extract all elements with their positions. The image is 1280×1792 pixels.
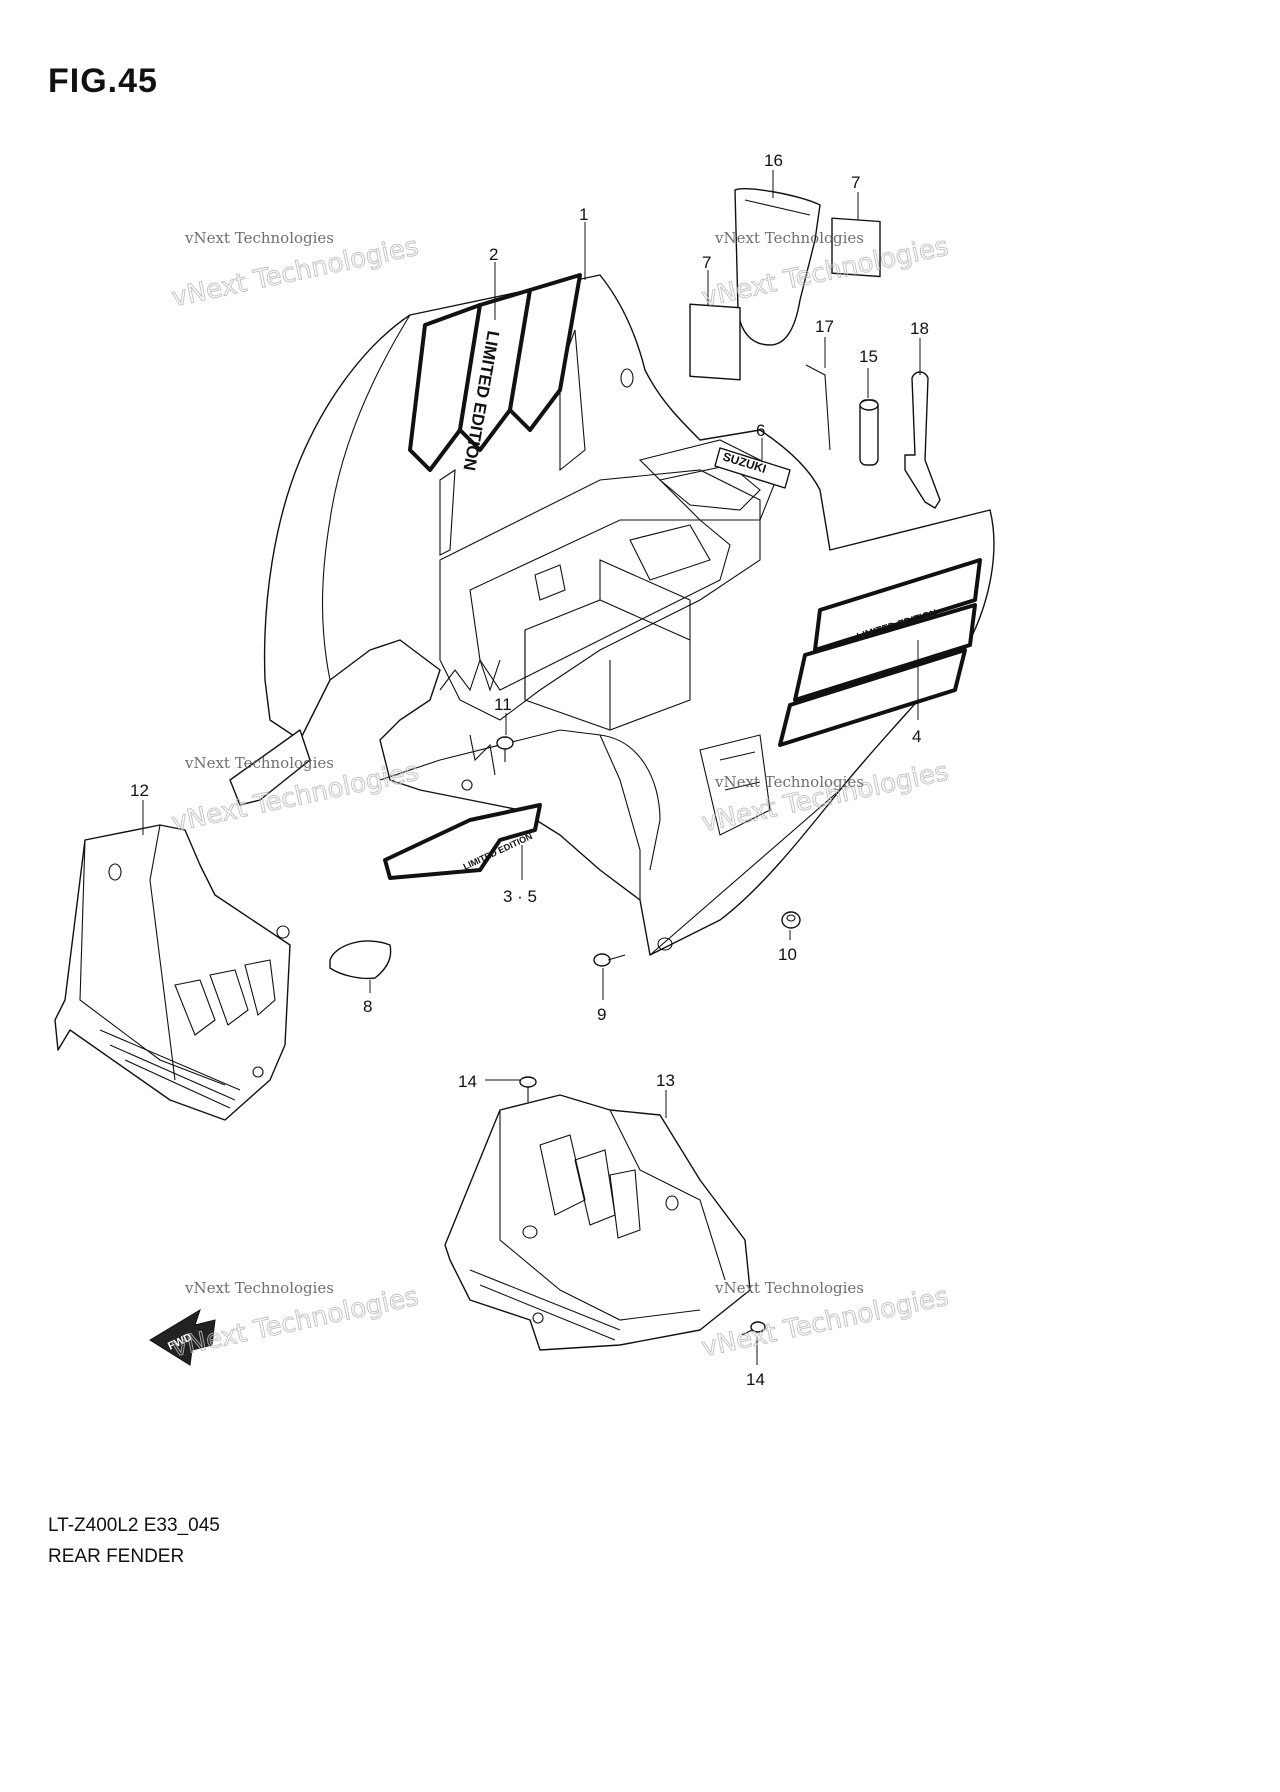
decal-lower-left: LIMITED EDITION	[383, 803, 542, 880]
callout-3-5: 3 · 5	[503, 887, 537, 906]
callout-9: 9	[597, 1005, 606, 1024]
figure-title: FIG.45	[48, 62, 158, 100]
callout-17: 17	[815, 317, 834, 336]
callout-12: 12	[130, 781, 149, 800]
part-12-left-guard	[54, 824, 291, 1121]
watermark-bottom-right: vNext Technologies vNext Technologies	[699, 1279, 952, 1364]
part-18-spanner	[904, 371, 941, 509]
svg-text:vNext Technologies: vNext Technologies	[714, 773, 864, 791]
callout-1: 1	[579, 205, 588, 224]
callout-4: 4	[912, 727, 921, 746]
part-16-tool-bag	[734, 187, 821, 346]
callout-13: 13	[656, 1071, 675, 1090]
part-7-pad-upper	[831, 217, 881, 278]
part-14-bolt-bottom	[741, 1321, 766, 1336]
callout-14-top: 14	[458, 1072, 477, 1091]
watermark-bottom-left: vNext Technologies vNext Technologies	[169, 1279, 422, 1364]
diagram-caption: REAR FENDER	[48, 1546, 185, 1567]
part-15-pin	[859, 399, 879, 466]
part-10-nut	[781, 911, 801, 929]
callout-18: 18	[910, 319, 929, 338]
svg-text:vNext Technologies: vNext Technologies	[714, 229, 864, 247]
callout-8: 8	[363, 997, 372, 1016]
fwd-arrow: FWD	[149, 1308, 216, 1366]
callouts: 1 2 3 · 5 4 6 7 7 8 9 10 11 12 13 14 14 …	[130, 151, 929, 1389]
callout-16: 16	[764, 151, 783, 170]
part-9-screw	[593, 953, 626, 967]
callout-11: 11	[494, 695, 512, 714]
decal-left-upper: LIMITED EDITION	[408, 273, 582, 472]
part-13-lower-guard	[444, 1094, 751, 1351]
svg-text:vNext Technologies: vNext Technologies	[184, 754, 334, 772]
decal-right-side: LIMITED EDITION	[778, 558, 982, 747]
svg-text:vNext Technologies: vNext Technologies	[184, 229, 334, 247]
callout-2: 2	[489, 245, 498, 264]
callout-14-bottom: 14	[746, 1370, 765, 1389]
part-8-cap	[329, 940, 392, 980]
callout-6: 6	[756, 421, 765, 440]
part-14-bolt-top	[519, 1076, 537, 1102]
part-17-hex-key	[805, 364, 831, 451]
watermark-mid-left: vNext Technologies vNext Technologies	[169, 754, 422, 839]
callout-7-lower: 7	[702, 253, 711, 272]
model-code: LT-Z400L2 E33_045	[48, 1515, 220, 1536]
watermark-top-left: vNext Technologies vNext Technologies	[169, 229, 422, 314]
leader-lines	[142, 170, 921, 1365]
svg-text:vNext Technologies: vNext Technologies	[714, 1279, 864, 1297]
part-7-pad-lower	[689, 303, 741, 381]
callout-10: 10	[778, 945, 797, 964]
callout-15: 15	[859, 347, 878, 366]
callout-7-upper: 7	[851, 173, 860, 192]
part-11-clip	[496, 736, 514, 762]
svg-text:vNext Technologies: vNext Technologies	[184, 1279, 334, 1297]
